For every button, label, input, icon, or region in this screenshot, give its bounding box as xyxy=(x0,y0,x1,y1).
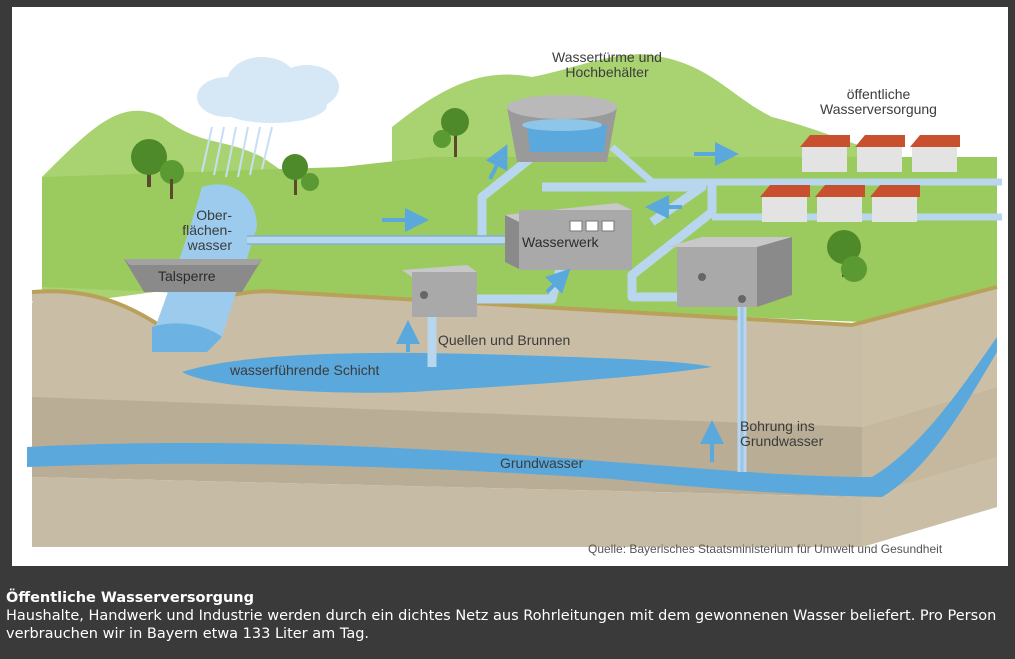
label-springs-wells: Quellen und Brunnen xyxy=(438,332,571,348)
dam-wall xyxy=(124,259,262,292)
image-caption: Öffentliche Wasserversorgung Haushalte, … xyxy=(6,589,1006,643)
reservoir-water xyxy=(152,323,222,352)
label-surface-water: Ober-flächen-wasser xyxy=(182,207,232,253)
source-credit: Quelle: Bayerisches Staatsministerium fü… xyxy=(588,542,943,556)
soil-layer-bottom xyxy=(32,457,997,547)
label-waterworks: Wasserwerk xyxy=(522,234,599,250)
borehole-building xyxy=(667,237,792,307)
tree-icon xyxy=(131,108,867,282)
rain-cloud-icon xyxy=(197,57,339,178)
water-tower xyxy=(507,95,617,162)
soil-layer-mid xyxy=(32,387,997,497)
label-dam: Talsperre xyxy=(158,268,216,284)
aquifer-layer xyxy=(182,352,712,393)
groundwater-layer xyxy=(27,337,997,497)
waterworks-building xyxy=(505,203,632,270)
spring-pump-house xyxy=(402,265,477,317)
caption-title: Öffentliche Wasserversorgung xyxy=(6,590,254,606)
soil-side-face xyxy=(862,287,997,547)
water-supply-illustration xyxy=(27,54,1002,547)
previous-slide-button[interactable] xyxy=(16,278,38,306)
caption-text: Haushalte, Handwerk und Industrie werden… xyxy=(6,608,997,642)
chevron-left-icon xyxy=(20,280,33,304)
houses xyxy=(760,135,960,222)
dam-top xyxy=(124,259,262,265)
label-aquifer: wasserführende Schicht xyxy=(230,362,380,378)
flow-arrows xyxy=(382,142,739,462)
label-groundwater: Grundwasser xyxy=(500,455,584,471)
